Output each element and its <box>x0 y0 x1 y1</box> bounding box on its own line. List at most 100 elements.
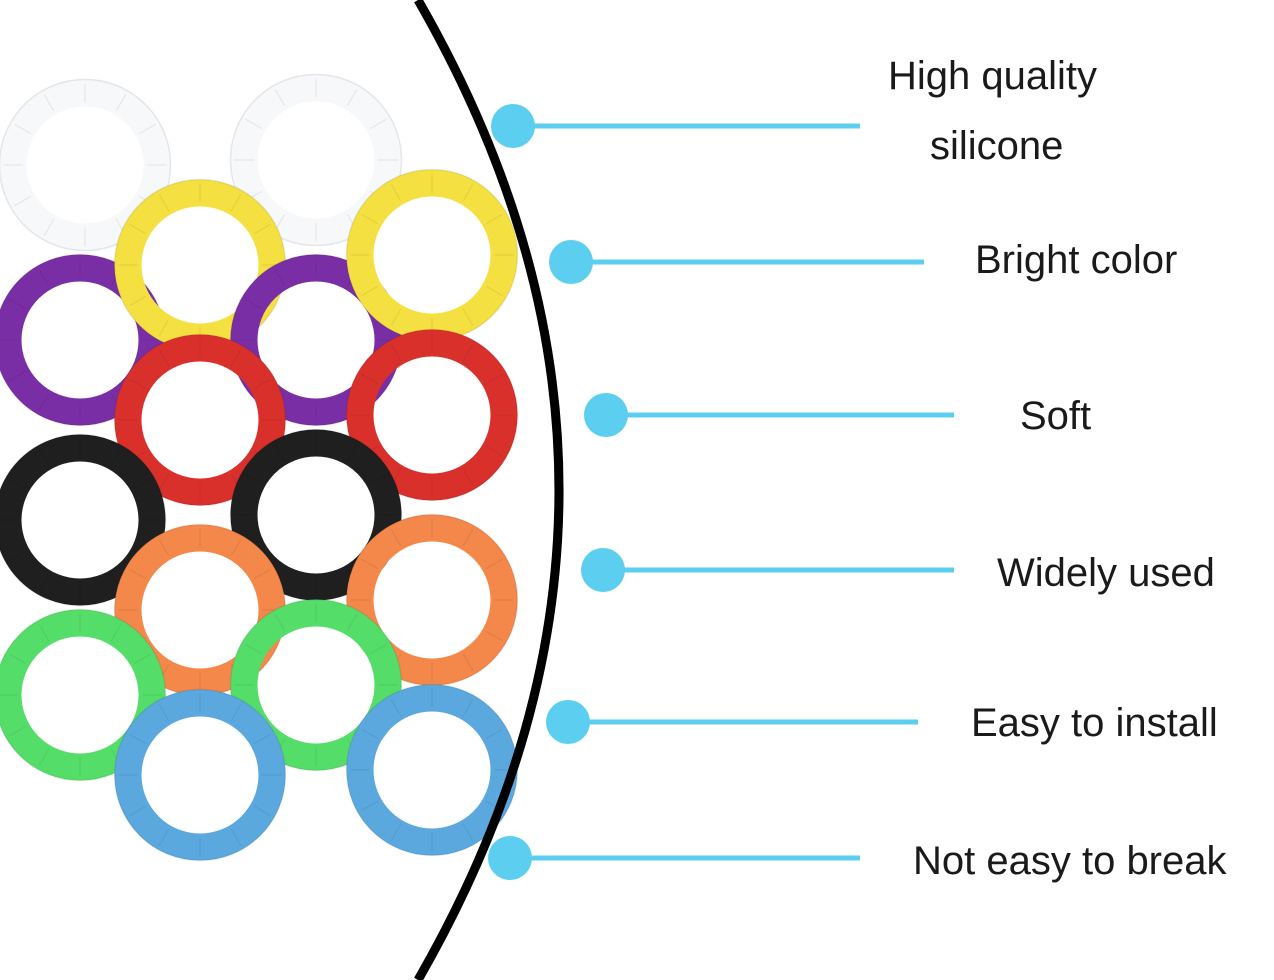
ring-edge <box>229 598 403 772</box>
ring-tick <box>129 378 147 390</box>
ring-edge <box>345 328 519 502</box>
connector-1 <box>491 104 860 148</box>
ring-body <box>346 329 518 501</box>
ring-tick <box>346 89 358 107</box>
ring-edge <box>0 608 167 782</box>
ring-tick <box>9 653 27 665</box>
ring-tick <box>230 539 242 557</box>
ring-tick <box>361 558 379 570</box>
ring-tick <box>369 473 387 485</box>
ring-tick <box>390 344 402 362</box>
feature-connectors <box>488 104 954 880</box>
ring-tick <box>274 89 286 107</box>
ring-tick <box>462 308 474 326</box>
ring-tick <box>346 614 358 632</box>
ring-tick <box>361 728 379 740</box>
ring-tick <box>38 573 50 591</box>
ring-tick <box>253 733 271 745</box>
connector-dot <box>581 548 625 592</box>
ring-tick <box>38 624 50 642</box>
ring-tick <box>369 643 387 655</box>
ring-body <box>0 609 166 781</box>
feature-line-1: High quality <box>888 54 1098 98</box>
ring-tick <box>110 449 122 467</box>
ring-tick <box>485 373 503 385</box>
ring-tick <box>253 805 271 817</box>
ring-tick <box>462 184 474 202</box>
connector-5 <box>546 700 918 744</box>
ring-tick <box>390 184 402 202</box>
ring-tick <box>485 630 503 642</box>
ring-body <box>346 514 518 686</box>
ring-tick <box>158 539 170 557</box>
ring-tick <box>274 444 286 462</box>
ring-body <box>230 429 402 601</box>
ring-tick <box>253 223 271 235</box>
ring-tick <box>115 94 127 112</box>
ring-tick <box>346 444 358 462</box>
connector-dot <box>491 104 535 148</box>
ring-body <box>0 254 166 426</box>
ring-tick <box>390 308 402 326</box>
ring-tick <box>158 828 170 846</box>
ring-tick <box>9 298 27 310</box>
ring-tick <box>133 653 151 665</box>
ring-tick <box>361 373 379 385</box>
ring-body <box>346 169 518 341</box>
ring-tick <box>230 194 242 212</box>
ring-tick <box>361 800 379 812</box>
ring-tick <box>230 349 242 367</box>
ring-tick <box>485 445 503 457</box>
ring-tick <box>129 805 147 817</box>
ring-tick <box>230 828 242 846</box>
ring-tick <box>38 449 50 467</box>
ring-tick <box>462 653 474 671</box>
ring-tick <box>274 614 286 632</box>
ring-yellow <box>113 178 287 352</box>
ring-green <box>229 598 403 772</box>
ring-blue <box>113 688 287 862</box>
ring-body <box>230 74 402 246</box>
ring-tick <box>485 558 503 570</box>
ring-tick <box>230 704 242 722</box>
ring-tick <box>14 123 32 135</box>
ring-body <box>0 79 171 251</box>
ring-tick <box>9 550 27 562</box>
feature-label-bright-color: Bright color <box>975 238 1178 282</box>
ring-yellow <box>345 168 519 342</box>
ring-tick <box>462 529 474 547</box>
ring-tick <box>462 468 474 486</box>
ring-tick <box>485 728 503 740</box>
ring-tick <box>129 223 147 235</box>
ring-tick <box>390 823 402 841</box>
ring-body <box>230 254 402 426</box>
key-cap-rings <box>0 73 519 862</box>
feature-label-widely-used: Widely used <box>997 551 1215 595</box>
ring-tick <box>110 624 122 642</box>
ring-tick <box>253 378 271 390</box>
ring-tick <box>462 699 474 717</box>
ring-tick <box>158 318 170 336</box>
feature-label-not-easy-break: Not easy to break <box>913 839 1227 883</box>
ring-body <box>114 334 286 506</box>
ring-tick <box>462 823 474 841</box>
feature-label-soft: Soft <box>1020 394 1092 438</box>
connector-dot <box>584 393 628 437</box>
ring-tick <box>9 370 27 382</box>
ring-tick <box>462 344 474 362</box>
ring-tick <box>43 218 55 236</box>
ring-body <box>114 524 286 696</box>
ring-tick <box>485 213 503 225</box>
connector-3 <box>584 393 954 437</box>
connector-6 <box>488 836 860 880</box>
ring-tick <box>390 529 402 547</box>
ring-tick <box>38 269 50 287</box>
ring-tick <box>390 699 402 717</box>
ring-body <box>230 599 402 771</box>
feature-label-high-quality: High quality <box>888 56 1097 96</box>
ring-tick <box>158 349 170 367</box>
ring-tick <box>158 704 170 722</box>
ring-edge <box>0 78 172 252</box>
ring-tick <box>361 285 379 297</box>
